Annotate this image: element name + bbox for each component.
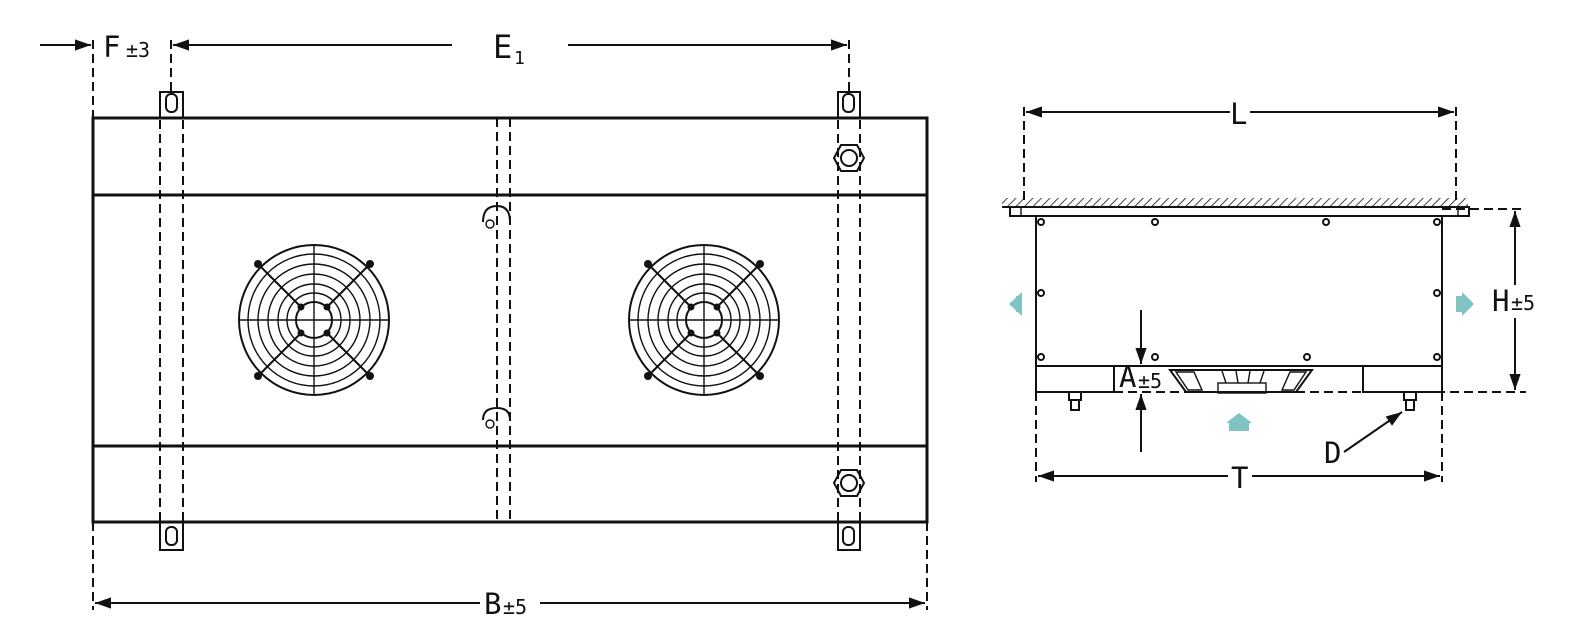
side-body-outline (1035, 215, 1443, 367)
dim-l-label: L (1230, 97, 1247, 131)
dim-a-label: A (1119, 360, 1136, 394)
mounting-slot-bottom-left (165, 526, 178, 546)
dim-d-label: D (1324, 436, 1341, 470)
mounting-slot-top-right (842, 93, 855, 113)
dim-h-label: H (1492, 284, 1509, 318)
pipe-connection-nut-icon (833, 469, 865, 497)
mounting-slot-bottom-right (842, 526, 855, 546)
dim-f-tolerance: ±3 (126, 38, 150, 62)
ceiling-hatch (1002, 198, 1468, 207)
dim-a-tolerance: ±5 (1138, 369, 1162, 393)
fan-guard-icon (628, 244, 780, 396)
fan-motor-profile (1168, 369, 1314, 394)
fan-guard-icon (238, 244, 390, 396)
dim-e-subscript: 1 (514, 48, 525, 69)
plan-view: F ±3 E 1 B ±5 (40, 28, 929, 621)
side-view: L (1002, 97, 1535, 495)
dim-f-label: F (103, 30, 120, 64)
airflow-arrow-icon (1226, 413, 1252, 423)
dim-e-label: E (493, 28, 512, 66)
airflow-arrow-icon (1462, 292, 1474, 316)
pipe-connection-nut-icon (833, 144, 865, 172)
mounting-slot-top-left (165, 93, 178, 113)
dim-t-label: T (1231, 461, 1248, 495)
dim-b-tolerance: ±5 (503, 595, 527, 619)
dim-h-tolerance: ±5 (1511, 291, 1535, 315)
dim-b-label: B (484, 587, 501, 621)
